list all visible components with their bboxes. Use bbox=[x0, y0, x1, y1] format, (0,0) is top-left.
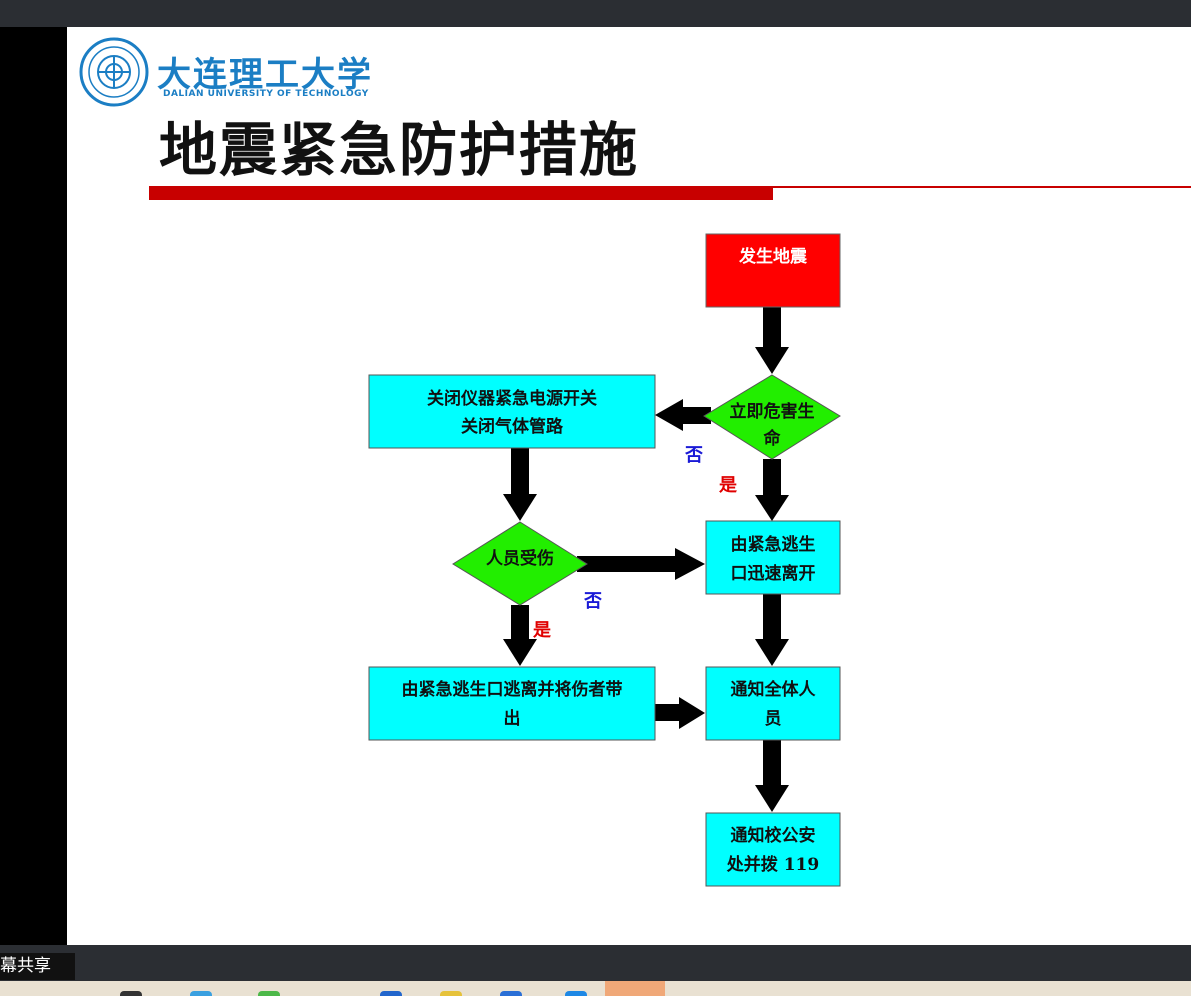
notify-all-label-line2: 员 bbox=[765, 709, 782, 729]
label-yes-injury: 是 bbox=[532, 620, 551, 641]
arrow-escape-to-notify-all bbox=[755, 594, 789, 666]
arrow-decision-to-escape bbox=[755, 459, 789, 521]
university-seal-icon bbox=[79, 37, 149, 107]
decision-life-threat: 立即危害生 命 bbox=[703, 374, 841, 460]
taskbar-app-icon[interactable] bbox=[565, 991, 587, 996]
label-no-injury: 否 bbox=[583, 591, 602, 612]
taskbar-app-icon[interactable] bbox=[500, 991, 522, 996]
arrow-notify-all-to-notify-police bbox=[755, 740, 789, 812]
start-box: 发生地震 bbox=[705, 233, 841, 308]
decision-life-label-line1: 立即危害生 bbox=[730, 401, 815, 422]
taskbar-active-app[interactable] bbox=[605, 981, 665, 996]
escape-with-injured-label-line2: 出 bbox=[504, 708, 521, 729]
escape-label-line2: 口迅速离开 bbox=[731, 563, 816, 584]
label-no-life: 否 bbox=[684, 445, 703, 466]
slide-title: 地震紧急防护措施 bbox=[159, 116, 640, 184]
title-underline-thick bbox=[149, 186, 773, 200]
os-taskbar bbox=[0, 981, 1191, 996]
arrow-start-to-decision bbox=[755, 307, 789, 374]
arrow-injury-to-escape bbox=[577, 548, 705, 580]
taskbar-app-icon[interactable] bbox=[190, 991, 212, 996]
presentation-slide: 大连理工大学 DALIAN UNIVERSITY OF TECHNOLOGY 地… bbox=[67, 27, 1191, 945]
screen-share-text: 屏幕共享 bbox=[0, 956, 51, 976]
flowchart: 发生地震 立即危害生 命 关闭仪器紧急电源开关 关闭气体管路 人员受伤 由紧急逃… bbox=[368, 233, 841, 887]
screen-share-label[interactable]: 屏幕共享 bbox=[0, 953, 75, 980]
left-black-margin bbox=[0, 27, 67, 945]
window-top-bar bbox=[0, 0, 1191, 27]
escape-with-injured-label-line1: 由紧急逃生口逃离并将伤者带 bbox=[402, 679, 623, 700]
shutdown-label-line2: 关闭气体管路 bbox=[461, 416, 564, 437]
taskbar-app-icon[interactable] bbox=[380, 991, 402, 996]
escape-with-injured-box: 由紧急逃生口逃离并将伤者带 出 bbox=[368, 666, 656, 741]
notify-all-label-line1: 通知全体人 bbox=[731, 679, 817, 700]
escape-label-line1: 由紧急逃生 bbox=[731, 534, 816, 555]
arrow-decision-to-shutdown bbox=[655, 399, 711, 431]
label-yes-life: 是 bbox=[718, 475, 737, 496]
notify-all-box: 通知全体人 员 bbox=[705, 666, 841, 741]
shutdown-label-line1: 关闭仪器紧急电源开关 bbox=[427, 388, 597, 409]
taskbar-app-icon[interactable] bbox=[120, 991, 142, 996]
notify-police-label-line1: 通知校公安 bbox=[731, 825, 816, 846]
notify-police-box: 通知校公安 处并拨 119 bbox=[705, 812, 841, 887]
shutdown-box: 关闭仪器紧急电源开关 关闭气体管路 bbox=[368, 374, 656, 449]
taskbar-app-icon[interactable] bbox=[258, 991, 280, 996]
title-underline-thin bbox=[773, 186, 1191, 188]
start-label: 发生地震 bbox=[738, 246, 808, 267]
arrow-escape-with-injured-to-notify-all bbox=[655, 697, 705, 729]
meeting-control-bar bbox=[0, 945, 1191, 981]
university-name-en: DALIAN UNIVERSITY OF TECHNOLOGY bbox=[163, 89, 369, 99]
decision-injury-label: 人员受伤 bbox=[486, 548, 554, 569]
arrow-injury-to-escape-with-injured bbox=[503, 605, 537, 666]
notify-police-label-line2: 处并拨 119 bbox=[726, 854, 819, 875]
decision-life-label-line2: 命 bbox=[763, 428, 782, 449]
escape-box: 由紧急逃生 口迅速离开 bbox=[705, 520, 841, 595]
taskbar-app-icon[interactable] bbox=[440, 991, 462, 996]
university-name-cn: 大连理工大学 bbox=[157, 55, 373, 95]
decision-injury: 人员受伤 bbox=[452, 521, 588, 606]
arrow-shutdown-to-injury bbox=[503, 448, 537, 521]
